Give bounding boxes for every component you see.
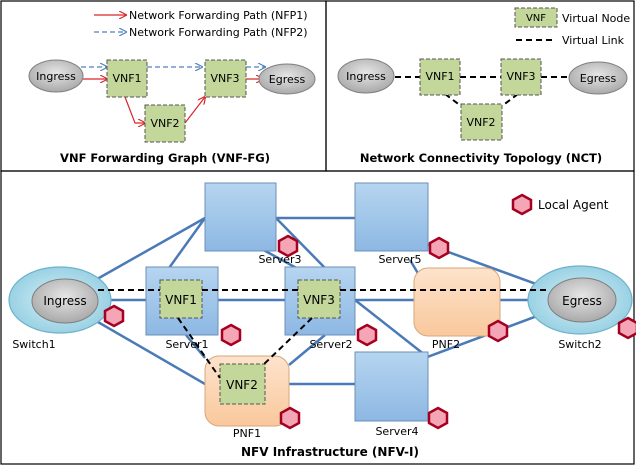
infra-vnf1-box [159, 279, 203, 319]
nct-vnf3-label: VNF3 [506, 70, 535, 83]
pnf2-box [413, 267, 501, 337]
server4-label: Server4 [375, 425, 418, 438]
nct-vnf2-label: VNF2 [466, 116, 495, 129]
infra-vnf2-box [219, 363, 266, 405]
pnf1-label: PNF1 [233, 427, 261, 440]
fg-vnf2-box [144, 104, 186, 143]
local-agent-icon [428, 236, 450, 260]
nfp1-vnf2-vnf3 [184, 97, 205, 124]
nct-ingress-label: Ingress [346, 70, 386, 83]
nct-egress-label: Egress [580, 72, 617, 85]
nct-vnf1-label: VNF1 [425, 70, 454, 83]
nfp1-vnf1-vnf2 [124, 96, 145, 123]
local-agent-icon [277, 234, 299, 258]
fg-vnf2-label: VNF2 [150, 117, 179, 130]
nct-panel: VNF Virtual Node Virtual Link Ingress VN… [337, 7, 630, 165]
server2-label: Server2 [309, 338, 352, 351]
local-agent-icon [487, 319, 509, 343]
server3-label: Server3 [258, 253, 301, 266]
server3-box [204, 182, 277, 252]
infra-ingress-label: Ingress [43, 294, 86, 308]
infra-vnf2-label: VNF2 [226, 378, 258, 392]
legend-vnf-box [514, 7, 558, 28]
nct-ingress-node [337, 58, 395, 94]
fg-vnf1-box [106, 59, 148, 98]
infra-panel: Local Agent Server3 Server5 Se [8, 182, 636, 459]
legend-local-agent-icon [511, 193, 533, 216]
nct-virtual-links [395, 76, 569, 107]
infra-virtual-links [98, 289, 550, 379]
legend-nfp2-label: Network Forwarding Path (NFP2) [129, 26, 308, 39]
server5-box [354, 182, 429, 252]
nct-caption: Network Connectivity Topology (NCT) [360, 151, 602, 165]
vnf-fg-panel: Network Forwarding Path (NFP1) Network F… [28, 9, 316, 165]
local-agents [103, 234, 636, 430]
infra-ingress-node [31, 278, 99, 324]
fg-vnf3-box [204, 59, 247, 98]
nct-vnf2-box [460, 103, 503, 141]
local-agent-icon [427, 406, 449, 430]
server1-label: Server1 [165, 338, 208, 351]
server5-label: Server5 [378, 253, 421, 266]
local-agent-icon [617, 316, 636, 340]
fg-egress-label: Egress [269, 73, 306, 86]
fg-vnf3-label: VNF3 [210, 72, 239, 85]
local-agent-icon [279, 406, 301, 430]
infra-caption: NFV Infrastructure (NFV-I) [241, 445, 419, 459]
local-agent-icon [220, 323, 242, 347]
infra-vnf3-box [297, 279, 341, 319]
switch1-label: Switch1 [12, 338, 55, 351]
legend-vnf-box-label: VNF [526, 13, 546, 24]
fg-caption: VNF Forwarding Graph (VNF-FG) [60, 151, 270, 165]
infra-egress-node [547, 277, 617, 323]
legend-nfp1-label: Network Forwarding Path (NFP1) [129, 9, 308, 22]
legend-virtual-node-label: Virtual Node [562, 12, 630, 25]
infra-egress-label: Egress [562, 294, 602, 308]
nct-egress-node [568, 61, 628, 95]
legend-virtual-link-label: Virtual Link [562, 34, 625, 47]
infra-vnf1-label: VNF1 [165, 293, 197, 307]
local-agent-icon [103, 304, 125, 328]
fg-ingress-node [28, 59, 84, 93]
fg-vnf1-label: VNF1 [112, 72, 141, 85]
pnf2-label: PNF2 [432, 338, 460, 351]
nct-vnf1-box [419, 58, 461, 96]
local-agent-icon [356, 323, 378, 347]
infra-vnf3-label: VNF3 [303, 293, 335, 307]
server4-box [354, 351, 429, 422]
switch2-label: Switch2 [558, 338, 601, 351]
legend-local-agent-label: Local Agent [538, 198, 609, 212]
fg-egress-node [258, 63, 316, 95]
nct-vnf3-box [500, 58, 542, 96]
fg-ingress-label: Ingress [36, 70, 76, 83]
